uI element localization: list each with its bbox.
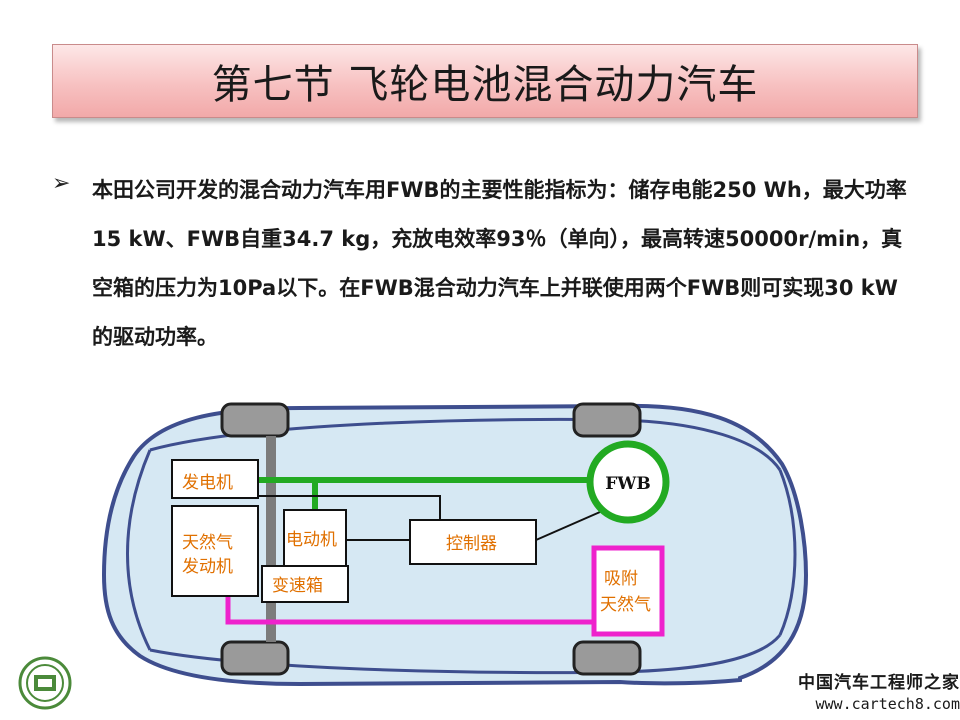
generator-box <box>171 459 259 499</box>
adsorbed-gas-label-2: 天然气 <box>600 595 651 615</box>
fwb-label: FWB <box>605 474 651 494</box>
gas-supply-line <box>225 596 596 625</box>
arrow-bullet-icon: ➢ <box>52 171 71 196</box>
watermark-url: www.cartech8.com <box>815 695 960 713</box>
logo-seal-icon <box>18 656 72 710</box>
controller-box <box>409 519 537 565</box>
car-rear-window-line <box>778 469 797 636</box>
wheel-front-bottom <box>220 640 290 676</box>
adsorbed-gas-box <box>591 545 665 637</box>
slide-title-box: 第七节 飞轮电池混合动力汽车 <box>52 44 918 118</box>
slide-title: 第七节 飞轮电池混合动力汽车 <box>211 62 759 108</box>
gas-engine-box <box>171 505 259 597</box>
wheel-rear-top <box>572 402 642 438</box>
fwb-circle <box>586 440 670 524</box>
generator-label: 发电机 <box>182 473 233 493</box>
watermark: 中国汽车工程师之家 www.cartech8.com <box>760 668 960 713</box>
controller-fwb-line <box>535 511 601 541</box>
adsorbed-gas-label-1: 吸附 <box>604 569 638 589</box>
bullet-text: 本田公司开发的混合动力汽车用FWB的主要性能指标为：储存电能250 Wh，最大功… <box>92 178 907 349</box>
bullet-paragraph: ➢ 本田公司开发的混合动力汽车用FWB的主要性能指标为：储存电能250 Wh，最… <box>52 166 912 362</box>
front-axle <box>266 436 276 642</box>
controller-label: 控制器 <box>446 534 497 554</box>
wheel-rear-bottom <box>572 640 642 676</box>
wheel-front-top <box>220 402 290 438</box>
gearbox-label: 变速箱 <box>272 576 323 596</box>
gearbox-box <box>261 565 349 603</box>
gas-engine-label-1: 天然气 <box>182 533 233 553</box>
gas-engine-label-2: 发动机 <box>182 557 233 577</box>
car-front-window-line <box>126 449 152 651</box>
controller-link-line <box>258 495 441 520</box>
watermark-name: 中国汽车工程师之家 <box>798 673 960 693</box>
motor-label: 电动机 <box>286 530 337 550</box>
